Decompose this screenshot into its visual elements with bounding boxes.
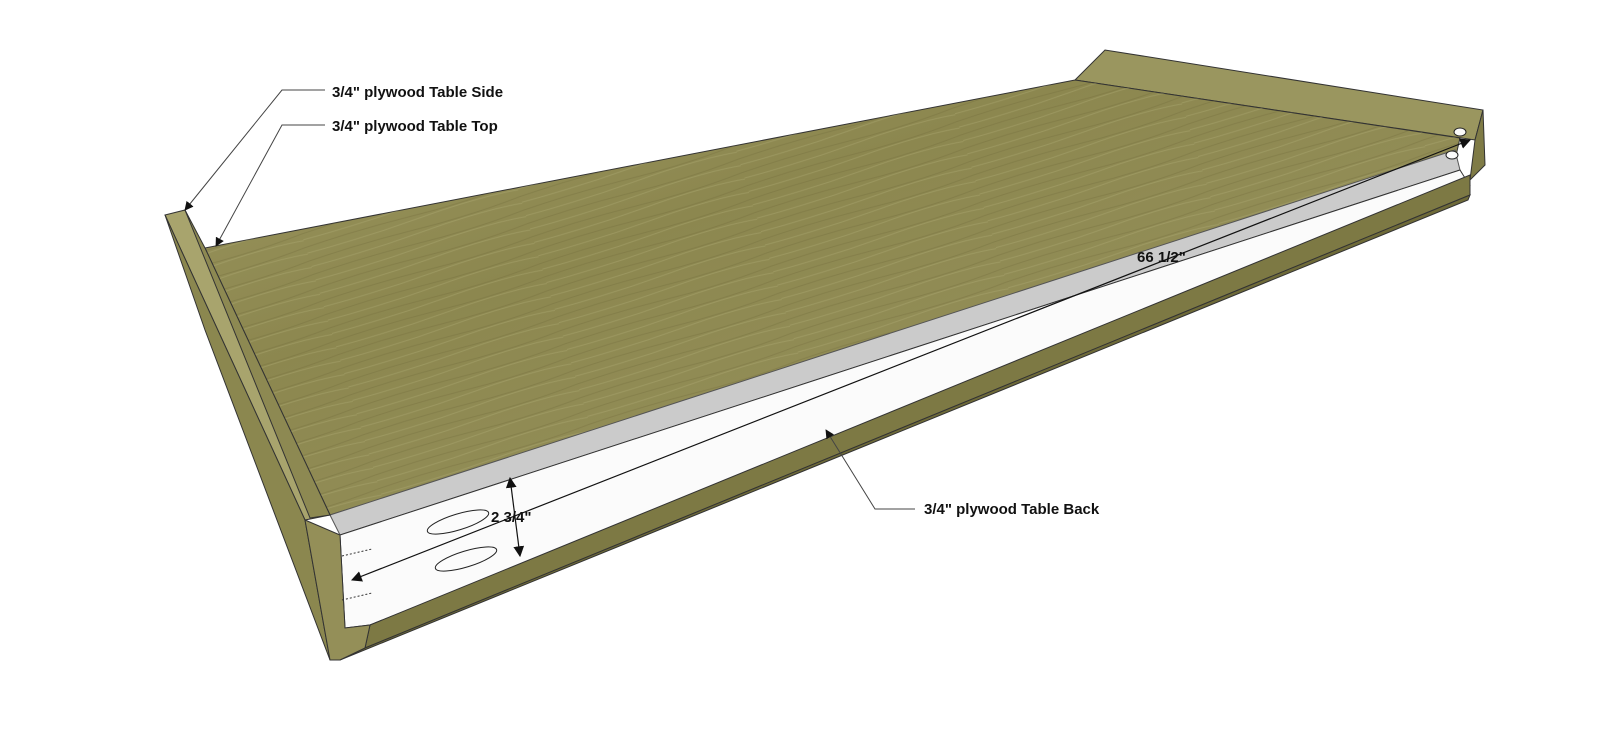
callout-leader-table-side bbox=[184, 89, 325, 211]
left-side-board-front bbox=[304, 519, 371, 661]
height-dimension-line bbox=[505, 476, 525, 558]
callout-label-table-side: 3/4" plywood Table Side bbox=[332, 84, 503, 101]
left-side-board-inner bbox=[184, 209, 331, 519]
pocket-hole-far-bottom bbox=[1445, 150, 1459, 160]
callout-leader-table-back bbox=[825, 429, 915, 510]
height-dimension-label: 2 3/4" bbox=[491, 509, 531, 526]
callout-leader-table-top bbox=[215, 124, 325, 247]
length-dimension-label: 66 1/2" bbox=[1137, 249, 1186, 266]
length-dimension-line bbox=[350, 138, 1472, 582]
right-side-board-end bbox=[1469, 109, 1486, 182]
callout-label-table-top: 3/4" plywood Table Top bbox=[332, 118, 498, 135]
callout-label-table-back: 3/4" plywood Table Back bbox=[924, 501, 1100, 518]
pocket-hole-far-top bbox=[1453, 127, 1467, 137]
guide-dotted-2 bbox=[341, 592, 373, 601]
